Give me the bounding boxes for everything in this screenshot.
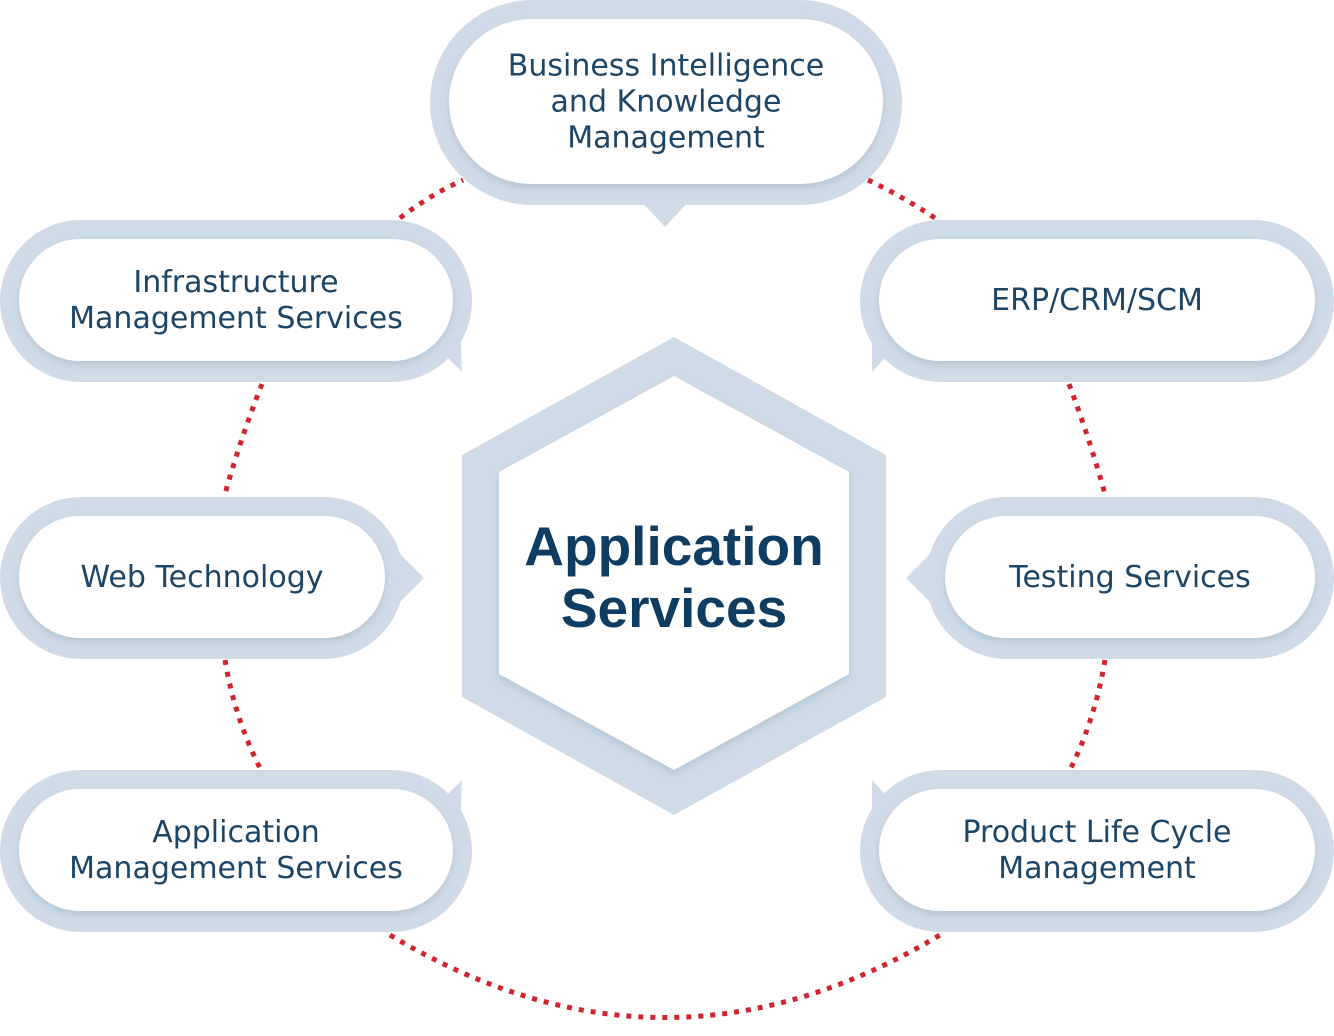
connector-top-left bbox=[398, 177, 465, 220]
bubble-tail bbox=[872, 322, 900, 372]
center-title-line: Application bbox=[524, 515, 823, 577]
bubble-tail bbox=[432, 780, 462, 830]
dotted-connector-ring bbox=[222, 177, 1108, 1020]
bubble-inner bbox=[19, 516, 385, 638]
node-label-line: Management Services bbox=[69, 301, 403, 336]
connector-bottom bbox=[388, 932, 942, 1020]
bubble-tail bbox=[872, 780, 900, 830]
bubble-tail bbox=[432, 322, 462, 372]
node-label-line: Web Technology bbox=[81, 560, 324, 595]
bubble-tail bbox=[639, 199, 691, 227]
connector-right-upper bbox=[1066, 383, 1108, 495]
node-label-line: Testing Services bbox=[1008, 560, 1251, 595]
node-label-line: and Knowledge bbox=[551, 85, 782, 120]
connector-top-right bbox=[866, 177, 937, 221]
center-title-line: Services bbox=[561, 577, 787, 639]
connector-left-upper bbox=[222, 383, 265, 495]
node-label-line: Management bbox=[567, 121, 765, 156]
node-label-line: Management bbox=[998, 851, 1196, 886]
connector-right-lower bbox=[1066, 659, 1108, 774]
bubble-inner bbox=[449, 19, 883, 184]
node-testing-services: Testing Services bbox=[906, 497, 1334, 659]
node-label-line: Business Intelligence bbox=[508, 49, 824, 84]
node-label-line: Product Life Cycle bbox=[962, 815, 1231, 850]
bubble-inner bbox=[19, 789, 453, 911]
node-erp-crm-scm: ERP/CRM/SCM bbox=[860, 220, 1334, 382]
bubble-inner bbox=[879, 789, 1315, 911]
bubble-inner bbox=[879, 239, 1315, 361]
center-hexagon bbox=[462, 337, 886, 815]
node-label-line: ERP/CRM/SCM bbox=[991, 283, 1203, 318]
connector-left-lower bbox=[222, 659, 265, 774]
bubble-inner bbox=[19, 239, 453, 361]
bubble-inner bbox=[945, 516, 1315, 638]
bubble-tail bbox=[906, 550, 934, 606]
node-label-line: Management Services bbox=[69, 851, 403, 886]
node-label-line: Infrastructure bbox=[133, 265, 338, 300]
node-web-technology: Web Technology bbox=[0, 497, 424, 659]
node-label-line: Application bbox=[152, 815, 320, 850]
bubble-tail bbox=[396, 550, 424, 606]
